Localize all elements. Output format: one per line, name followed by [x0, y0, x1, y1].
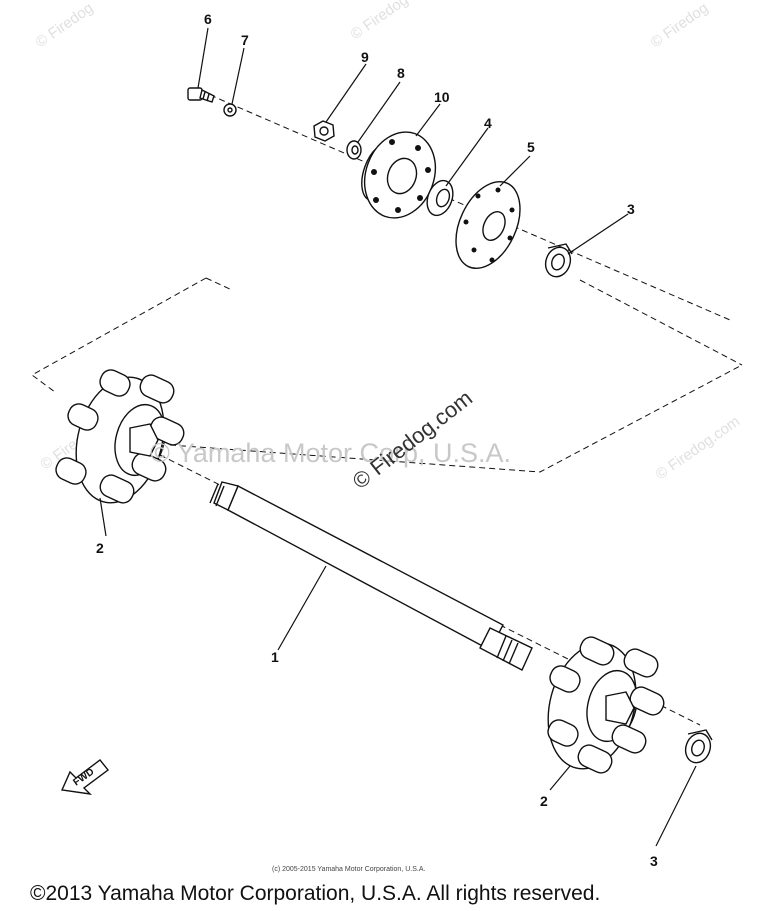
watermark-corner-top-right: © Firedog: [648, 0, 712, 51]
part-label-7: 7: [241, 32, 249, 48]
watermark-corner-top-mid: © Firedog: [348, 0, 412, 43]
sprocket-part-left: [55, 369, 185, 504]
part-label-2-left: 2: [96, 540, 104, 556]
lock-washer-part: [346, 140, 362, 160]
part-label-5: 5: [527, 139, 535, 155]
part-label-3-bottom: 3: [650, 853, 658, 869]
watermark-company: © Yamaha Motor Corp, U.S.A.: [150, 438, 511, 468]
fine-print-copyright: (c) 2005-2015 Yamaha Motor Corporation, …: [272, 866, 425, 873]
axle-shaft-part: [209, 481, 533, 671]
sprocket-part-right: [547, 636, 665, 774]
assembly-outline: [31, 277, 743, 473]
part-label-8: 8: [397, 65, 405, 81]
clamp-part-top: [544, 243, 573, 278]
bolt-part: [187, 87, 215, 103]
nut-part: [313, 120, 335, 142]
part-label-1: 1: [271, 649, 279, 665]
fwd-arrow-icon: FWD: [60, 759, 109, 795]
leader-lines: [99, 27, 697, 847]
watermark-corner-mid-right: © Firedog.com: [653, 413, 744, 483]
part-label-10: 10: [434, 89, 450, 105]
washer-part: [223, 103, 237, 117]
watermark-corner-top-left: © Firedog: [33, 0, 97, 51]
part-label-3-top: 3: [627, 201, 635, 217]
bearing-part: [426, 179, 454, 217]
footer-copyright: ©2013 Yamaha Motor Corporation, U.S.A. A…: [30, 882, 600, 905]
flange-plate-part: [455, 180, 521, 270]
part-label-9: 9: [361, 49, 369, 65]
hub-part: [361, 131, 437, 219]
clamp-part-bottom: [684, 729, 713, 764]
part-label-6: 6: [204, 11, 212, 27]
part-label-2-right: 2: [540, 793, 548, 809]
part-label-4: 4: [484, 115, 492, 131]
